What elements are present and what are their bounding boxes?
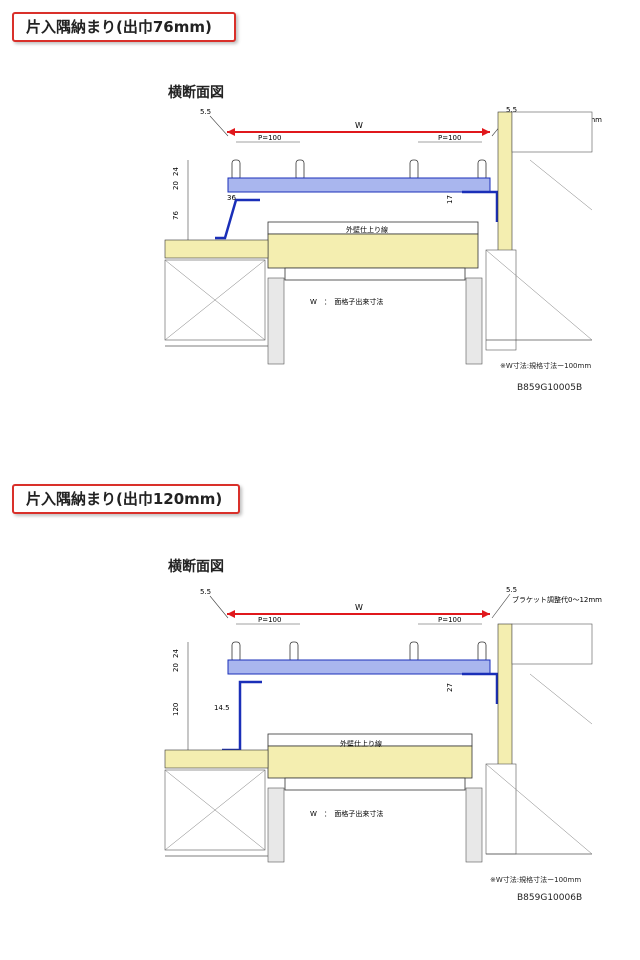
dim-20: 20	[172, 181, 180, 190]
dim-24: 24	[172, 649, 180, 658]
dim-20: 20	[172, 663, 180, 672]
left-bracket	[215, 198, 260, 240]
right-bracket	[462, 190, 499, 222]
side-dim: 17	[446, 195, 454, 204]
pitch-left: P=100	[258, 134, 281, 142]
drawing-code-76: B859G10005B	[517, 383, 583, 393]
note-76: ※W寸法:規格寸法ー100mm	[500, 362, 592, 370]
section-label-2: 横断面図	[168, 559, 224, 575]
dim-depth: 120	[172, 703, 180, 716]
w-arrow-right	[482, 128, 490, 136]
section-label-1: 横断面図	[168, 85, 224, 101]
w-label: W ： 面格子出来寸法	[310, 297, 383, 306]
right-wall-insulation	[497, 111, 513, 263]
pitch-left: P=100	[258, 616, 281, 624]
wall-line-label: 外壁仕上り線	[340, 739, 382, 748]
w-arrow-left	[227, 128, 235, 136]
dim-55-right: 5.5	[506, 106, 517, 114]
w-arrow-right	[482, 610, 490, 618]
frame-rail	[227, 659, 491, 675]
dim-depth: 76	[172, 211, 180, 220]
bracket-label: ブラケット調整代0～12mm	[512, 595, 602, 604]
left-bracket	[222, 680, 262, 752]
pitch-right: P=100	[438, 134, 461, 142]
cross-section-120: W P=100 P=100 5.5 5.5 ブラケット調整代0～12mm 24 …	[164, 586, 602, 863]
pitch-right: P=100	[438, 616, 461, 624]
w-text: W	[355, 121, 363, 130]
offset-dim: 14.5	[214, 704, 230, 712]
dim-55-right: 5.5	[506, 586, 517, 594]
left-wall-insulation	[164, 239, 269, 259]
dim-24: 24	[172, 167, 180, 176]
title-120mm: 片入隅納まり(出巾120mm)	[12, 484, 240, 514]
right-wall-insulation	[497, 623, 513, 775]
drawing-code-120: B859G10006B	[517, 893, 583, 903]
dim-55-left: 5.5	[200, 108, 211, 116]
dim-55-left: 5.5	[200, 588, 211, 596]
right-bracket	[462, 672, 499, 704]
w-arrow-left	[227, 610, 235, 618]
frame-rail	[227, 177, 491, 193]
wall-line-label: 外壁仕上り線	[346, 225, 388, 234]
cross-section-76: W P=100 P=100 5.5 5.5 ブラケット調整代0～12mm 24 …	[164, 106, 602, 365]
w-label: W ： 面格子出来寸法	[310, 809, 383, 818]
left-wall-insulation	[164, 749, 269, 769]
side-dim: 27	[446, 683, 454, 692]
offset-dim: 36	[227, 194, 236, 202]
w-text: W	[355, 603, 363, 612]
note-120: ※W寸法:規格寸法ー100mm	[490, 876, 582, 884]
title-76mm: 片入隅納まり(出巾76mm)	[12, 12, 236, 42]
